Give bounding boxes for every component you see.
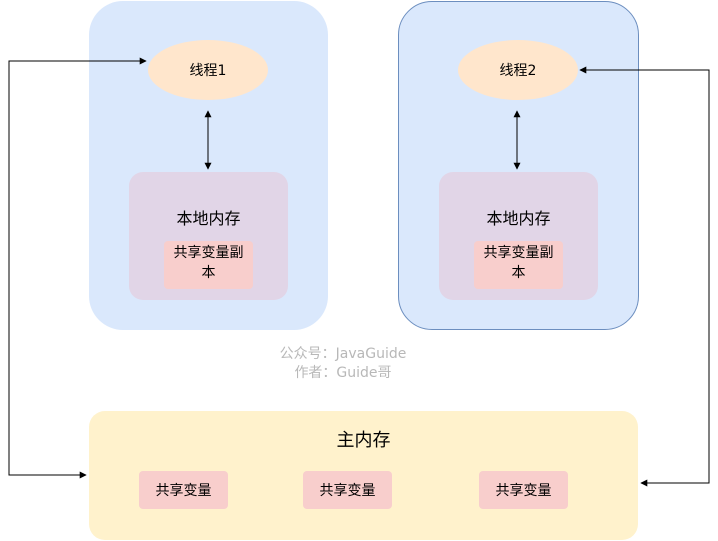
shared-variable-2: 共享变量 <box>303 471 392 509</box>
thread1-main-memory-arrow <box>8 57 147 479</box>
thread2-label: 线程2 <box>499 63 537 79</box>
thread1-node: 线程1 <box>148 40 268 100</box>
thread2-copy-line1: 共享变量副 <box>483 245 554 261</box>
thread1-copy-line2: 本 <box>201 265 216 281</box>
shared-variable-3: 共享变量 <box>479 471 568 509</box>
thread2-shared-variable-copy: 共享变量副 本 <box>474 241 563 289</box>
thread2-local-memory: 本地内存 共享变量副 本 <box>439 172 598 300</box>
thread2-main-memory-arrow <box>579 66 710 487</box>
thread1-local-memory-title: 本地内存 <box>176 209 241 228</box>
thread1-local-memory: 本地内存 共享变量副 本 <box>129 172 288 300</box>
thread1-shared-variable-copy: 共享变量副 本 <box>164 241 253 289</box>
thread2-copy-line2: 本 <box>511 265 526 281</box>
thread1-copy-line1: 共享变量副 <box>173 245 244 261</box>
main-memory: 主内存 共享变量 共享变量 共享变量 <box>89 411 638 540</box>
watermark: 公众号：JavaGuide 作者：Guide哥 <box>243 345 443 383</box>
shared-variable-1: 共享变量 <box>139 471 228 509</box>
thread2-local-memory-title: 本地内存 <box>486 209 551 228</box>
main-memory-title: 主内存 <box>336 430 391 451</box>
thread1-label: 线程1 <box>189 63 227 79</box>
watermark-line1: 公众号：JavaGuide <box>279 346 407 362</box>
thread2-node: 线程2 <box>458 40 578 100</box>
watermark-line2: 作者：Guide哥 <box>294 365 392 381</box>
